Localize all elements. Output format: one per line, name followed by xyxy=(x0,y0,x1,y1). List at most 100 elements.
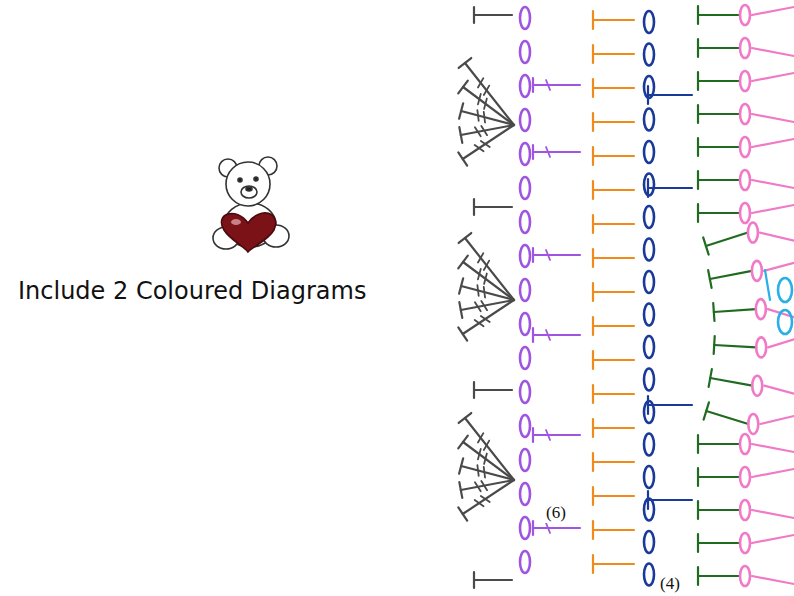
chain-stitch xyxy=(740,104,750,124)
stitch-line xyxy=(593,87,634,89)
stitch-line xyxy=(593,495,634,497)
stitch-line xyxy=(475,482,481,491)
stitch-line xyxy=(752,469,794,477)
chain-stitch xyxy=(778,310,792,334)
stitch-line xyxy=(533,84,580,86)
chain-stitch xyxy=(520,483,530,505)
stitch-line xyxy=(592,283,594,301)
stitch-line xyxy=(532,145,534,159)
stitch-line xyxy=(546,250,550,260)
stitch-line xyxy=(461,286,514,300)
chain-stitch xyxy=(644,434,654,456)
stitch-line xyxy=(458,81,468,94)
stitch-line xyxy=(478,253,483,262)
stitch-line xyxy=(752,180,794,188)
stitch-line xyxy=(752,535,794,543)
stitch-line xyxy=(481,316,490,322)
chain-stitch xyxy=(520,415,530,437)
stitch-line xyxy=(760,416,794,424)
chain-stitch xyxy=(740,566,750,586)
stitch-line xyxy=(593,189,634,191)
stitch-line xyxy=(698,47,740,49)
chain-stitch xyxy=(644,466,654,488)
stitch-line xyxy=(698,179,740,181)
stitch-line xyxy=(698,542,740,544)
stitch-line xyxy=(458,152,467,165)
stitch-line xyxy=(709,369,712,387)
stitch-line xyxy=(459,127,462,143)
stitch-line xyxy=(593,563,634,565)
chain-stitch xyxy=(520,245,530,267)
stitch-line xyxy=(698,443,740,445)
stitch-line xyxy=(458,256,468,269)
chain-stitch xyxy=(644,564,654,586)
stitch-line xyxy=(477,110,478,121)
stitch-line xyxy=(473,572,475,588)
stitch-line xyxy=(593,461,634,463)
chain-stitch xyxy=(752,261,762,281)
stitch-line xyxy=(459,233,472,243)
chain-stitch xyxy=(740,170,750,190)
stitch-line xyxy=(592,147,594,165)
stitch-line xyxy=(752,114,794,122)
stitch-line xyxy=(697,468,699,486)
stitch-line xyxy=(698,212,740,214)
stitch-line xyxy=(458,507,467,520)
stitch-line xyxy=(478,78,483,87)
stitch-line xyxy=(647,86,649,104)
chain-stitch xyxy=(740,434,750,454)
chain-stitch xyxy=(748,223,758,243)
stitch-line xyxy=(765,270,770,300)
chain-stitch xyxy=(644,11,654,33)
stitch-line xyxy=(477,285,478,296)
stitch-line xyxy=(484,467,485,478)
stitch-line xyxy=(592,11,594,29)
stitch-line xyxy=(592,351,594,369)
chain-stitch xyxy=(740,533,750,553)
stitch-line xyxy=(752,7,794,15)
chain-stitch xyxy=(520,279,530,301)
stitch-line xyxy=(533,527,580,529)
chain-stitch xyxy=(644,141,654,163)
stitch-line xyxy=(532,328,534,342)
stitch-line xyxy=(532,78,534,92)
stitch-line xyxy=(647,179,649,197)
stitch-line xyxy=(714,345,756,347)
stitch-line xyxy=(593,53,634,55)
stitch-line xyxy=(703,237,708,254)
stitch-line xyxy=(593,257,634,259)
stitch-line xyxy=(533,254,580,256)
stitch-line xyxy=(593,223,634,225)
chain-stitch xyxy=(520,347,530,369)
stitch-line xyxy=(698,575,740,577)
stitch-line xyxy=(698,14,740,16)
stitch-line xyxy=(592,317,594,335)
stitch-line xyxy=(474,579,512,581)
chain-stitch xyxy=(520,313,530,335)
chain-stitch xyxy=(740,500,750,520)
stitch-line xyxy=(474,389,512,391)
chain-stitch xyxy=(520,381,530,403)
chain-stitch xyxy=(520,177,530,199)
stitch-line xyxy=(698,146,740,148)
stitch-line xyxy=(697,6,699,24)
stitch-line xyxy=(752,48,794,56)
stitch-line xyxy=(592,79,594,97)
stitch-line xyxy=(760,233,794,241)
chain-stitch xyxy=(520,551,530,573)
stitch-line xyxy=(463,125,514,159)
stitch-line xyxy=(459,58,472,68)
stitch-line xyxy=(752,73,794,81)
stitch-line xyxy=(710,271,752,279)
chain-stitch xyxy=(644,531,654,553)
chain-stitch xyxy=(740,71,750,91)
stitch-line xyxy=(752,139,794,147)
stitch-line xyxy=(647,396,649,414)
stitch-line xyxy=(484,112,485,123)
stitch-line xyxy=(698,509,740,511)
stitch-line xyxy=(706,411,748,424)
chain-stitch xyxy=(644,271,654,293)
chain-stitch xyxy=(752,376,762,396)
stitch-line xyxy=(592,487,594,505)
stitch-line xyxy=(697,501,699,519)
